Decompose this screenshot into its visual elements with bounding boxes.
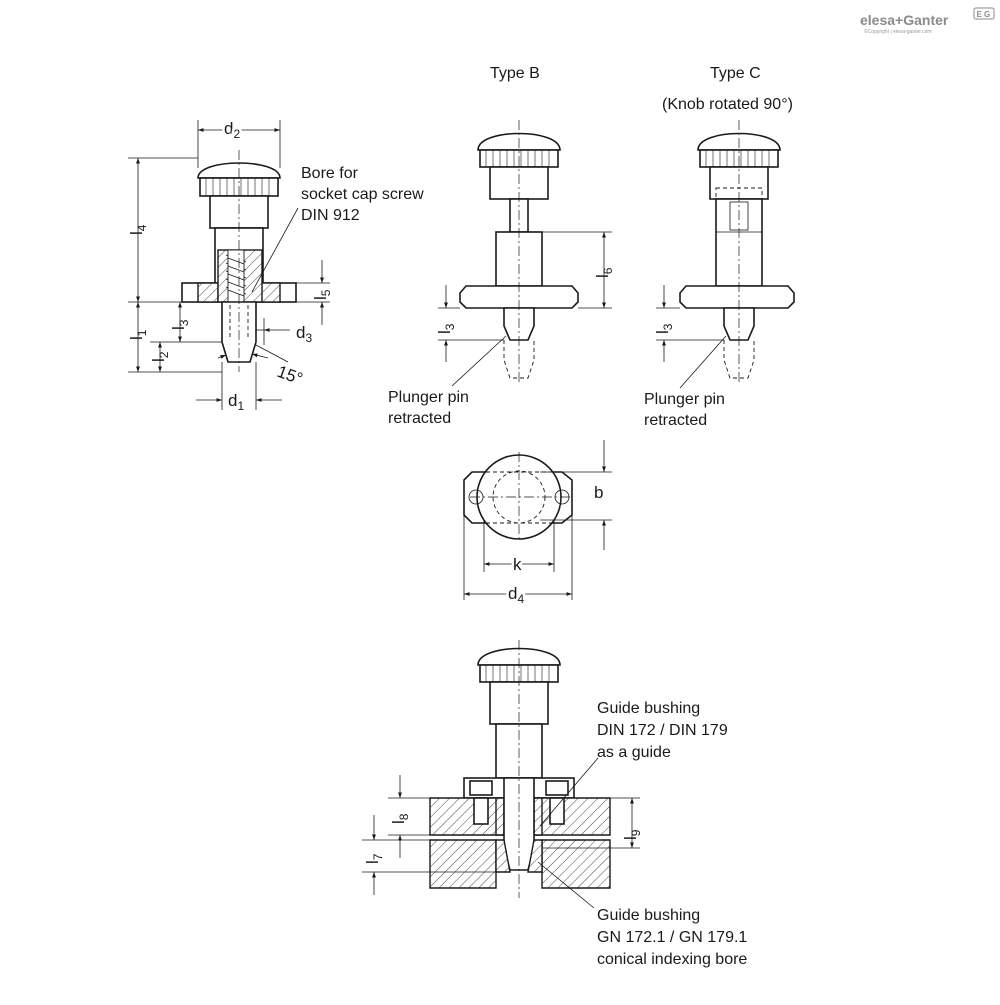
flange-section-left (197, 282, 219, 303)
dim-k: k (513, 555, 522, 574)
dim-l9: l9 (621, 829, 643, 840)
screw-shank-right (549, 797, 565, 825)
guide-bushing-left (495, 797, 505, 836)
type-b-view: Type B l6 l3 Plunger pin retract (388, 65, 615, 427)
leader-bore (251, 207, 299, 293)
screw-shank-left (473, 797, 489, 825)
callout-plunger-b: Plunger pin retracted (388, 389, 473, 427)
lower-plate-left (429, 839, 497, 889)
type-c-pin-extended (723, 340, 755, 379)
brand-logo: elesa+Ganter E G ©Copyright | elesa-gant… (860, 7, 995, 35)
leader-plunger-c (679, 335, 727, 389)
dim-l4: l4 (127, 224, 149, 235)
dim-b: b (594, 483, 603, 502)
logo-badge: E G (977, 10, 991, 19)
dim-l6: l6 (593, 267, 615, 278)
upper-plate-right (533, 797, 611, 836)
indexing-bushing-left (495, 839, 511, 873)
callout-bore: Bore for socket cap screw DIN 912 (301, 165, 428, 224)
leader-plunger-b (451, 335, 507, 387)
screw-head-right (545, 780, 569, 796)
dim-d2: d2 (224, 119, 240, 141)
dim-l3-type-b: l3 (435, 323, 457, 334)
logo-text: elesa+Ganter (860, 12, 949, 28)
dim-l1: l1 (127, 329, 149, 340)
dim-angle: 15° (275, 362, 306, 389)
badge-frame (973, 7, 995, 20)
type-c-view: Type C (Knob rotated 90°) l3 Plunger pin… (644, 65, 795, 429)
callout-bushing-top: Guide bushing DIN 172 / DIN 179 as a gui… (597, 700, 732, 761)
leader-bushing-bottom (537, 861, 595, 909)
dim-l3-type-c: l3 (653, 323, 675, 334)
callout-bushing-bottom: Guide bushing GN 172.1 / GN 179.1 conica… (597, 907, 752, 968)
dim-d1: d1 (228, 391, 244, 413)
type-c-subtitle: (Knob rotated 90°) (662, 96, 793, 113)
dim-l5: l5 (311, 289, 333, 300)
dim-l8: l8 (389, 813, 411, 824)
lower-plate-right (541, 839, 611, 889)
type-c-flange (679, 285, 795, 309)
pin-hidden-bore (229, 305, 249, 340)
assembly-view: l8 l7 l9 Guide bushing DIN 172 / DIN 179… (362, 640, 752, 968)
leader-bushing-top (539, 757, 599, 827)
screw-head-left (469, 780, 493, 796)
guide-bushing-right (533, 797, 543, 836)
type-c-title: Type C (710, 65, 761, 82)
dim-l7: l7 (363, 853, 385, 864)
callout-plunger-c: Plunger pin retracted (644, 391, 729, 429)
assembly-knob-cap (477, 647, 561, 666)
copyright-text: ©Copyright | elesa-ganter.com (864, 28, 932, 35)
upper-plate-left (429, 797, 505, 836)
type-b-title: Type B (490, 65, 540, 82)
dim-d3: d3 (296, 323, 312, 345)
bore-screw (227, 249, 245, 303)
dim-l2: l2 (149, 351, 171, 362)
flange-section-right (259, 282, 281, 303)
indexing-bushing-right (527, 839, 543, 873)
main-side-view: d2 l4 l5 l1 l2 l3 d3 15° (127, 117, 428, 414)
dim-l3: l3 (169, 319, 191, 330)
top-view: b k d4 (463, 440, 612, 609)
type-b-pin-extended (503, 340, 535, 379)
dim-d4: d4 (508, 584, 524, 606)
